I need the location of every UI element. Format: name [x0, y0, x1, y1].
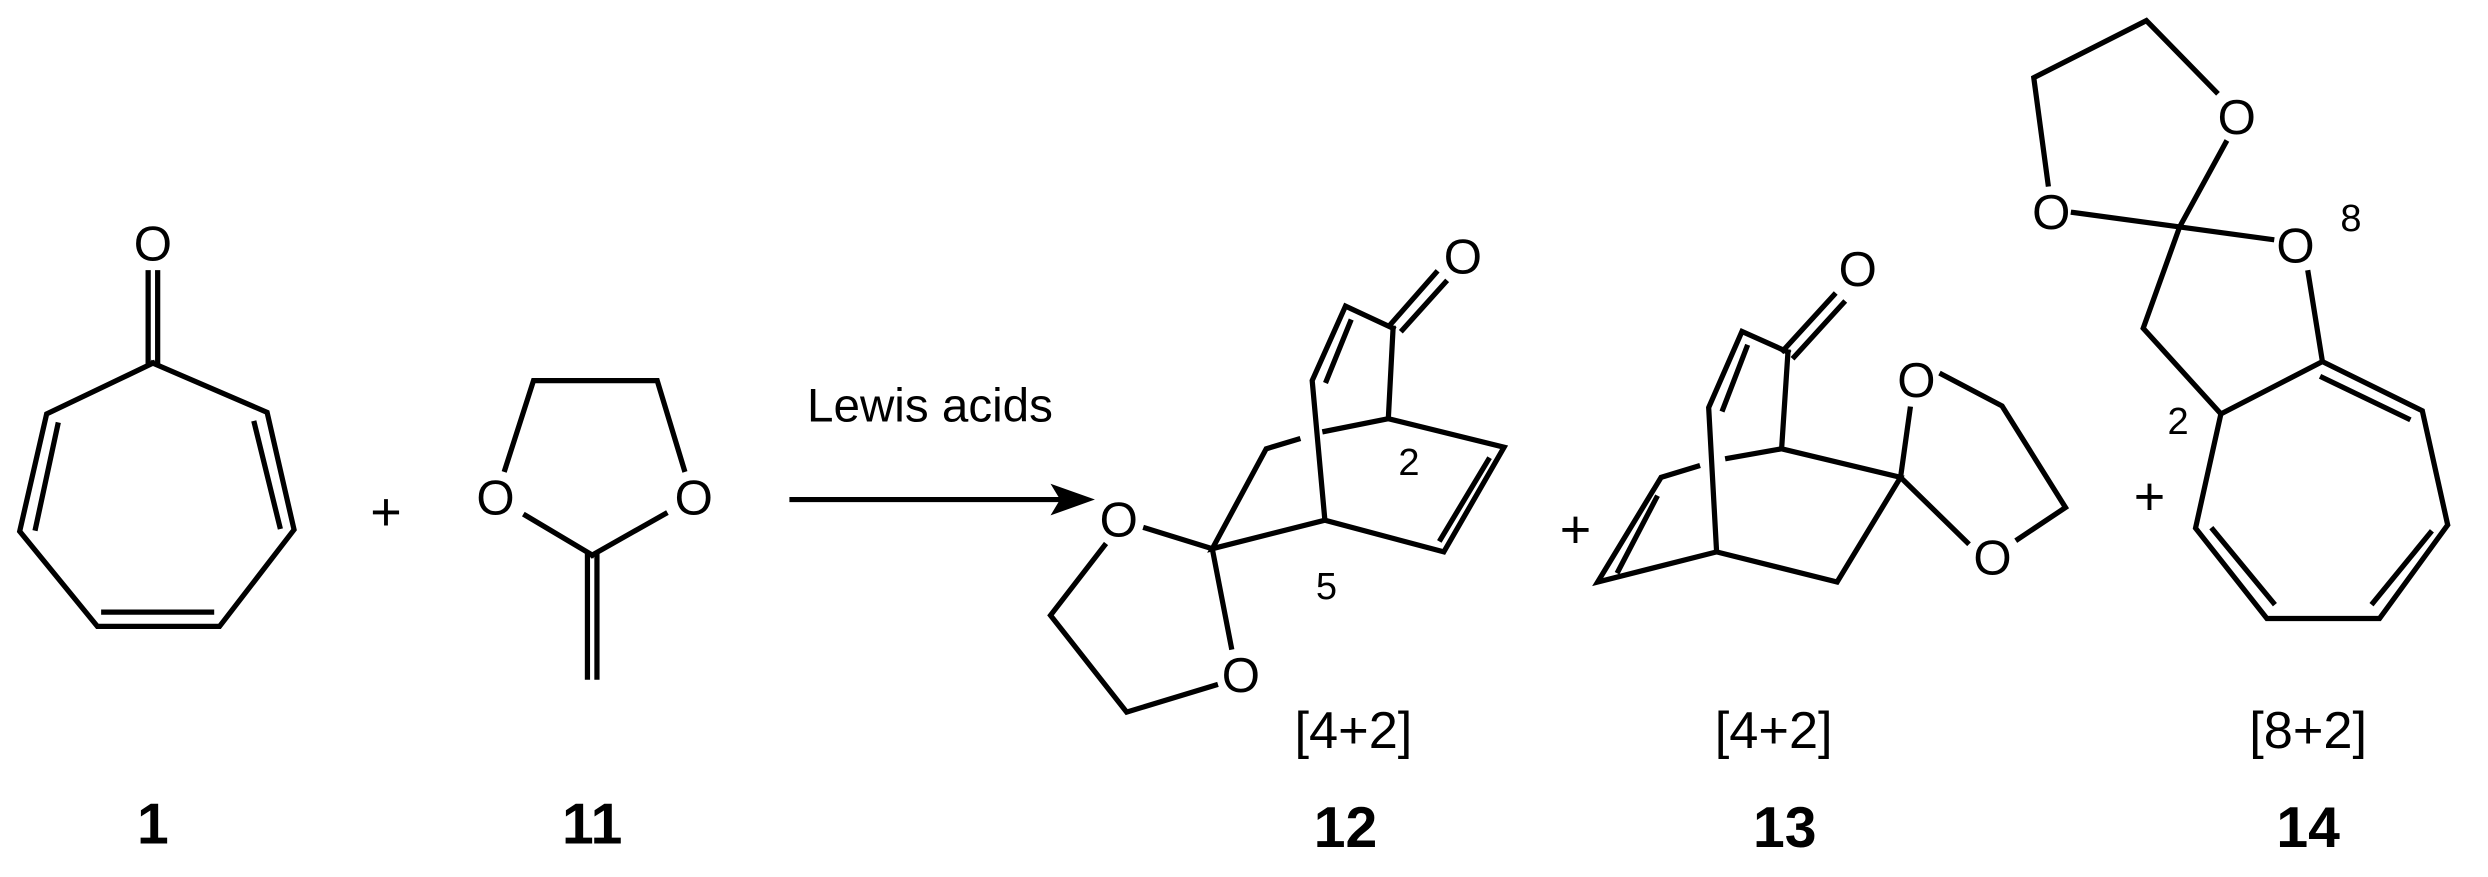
reaction-arrow: Lewis acids: [789, 379, 1095, 516]
compound-12: O O O 2 5 [4+2] 12: [1047, 229, 1509, 860]
compound-1-tropone: O 1: [16, 217, 297, 857]
atom-oxygen: O: [1222, 648, 1260, 703]
plus-sign: +: [370, 482, 401, 542]
compound-11-methylene-dioxolane: O O 11: [476, 377, 713, 857]
cycloaddition-type: [4+2]: [1715, 702, 1833, 760]
position-label: 2: [2168, 401, 2189, 443]
compound-label: 12: [1314, 796, 1378, 860]
plus-sign: +: [2134, 466, 2165, 526]
position-label: 2: [1398, 442, 1419, 484]
plus-sign: +: [1560, 500, 1591, 560]
compound-label: 11: [562, 793, 622, 857]
atom-oxygen: O: [675, 470, 713, 525]
atom-oxygen: O: [134, 217, 172, 272]
atom-oxygen: O: [1100, 493, 1138, 548]
atom-oxygen: O: [1973, 531, 2011, 586]
cycloaddition-type: [8+2]: [2249, 702, 2367, 760]
position-label: 5: [1316, 566, 1337, 608]
compound-label: 1: [137, 793, 169, 857]
compound-label: 13: [1753, 796, 1817, 860]
atom-oxygen: O: [1839, 242, 1877, 297]
arrowhead-icon: [1050, 483, 1095, 516]
compound-14: O O O 2 8 [8+2] 14: [2030, 17, 2451, 860]
atom-oxygen: O: [2218, 90, 2256, 145]
atom-oxygen: O: [476, 470, 514, 525]
reaction-conditions: Lewis acids: [807, 379, 1053, 432]
compound-label: 14: [2276, 796, 2340, 860]
atom-oxygen: O: [2276, 218, 2314, 273]
atom-oxygen: O: [2032, 185, 2070, 240]
atom-oxygen: O: [1897, 353, 1935, 408]
position-label: 8: [2340, 198, 2361, 240]
compound-13: O O O [4+2] 13: [1592, 242, 2070, 860]
cycloaddition-type: [4+2]: [1295, 702, 1413, 760]
atom-oxygen: O: [1444, 229, 1482, 284]
